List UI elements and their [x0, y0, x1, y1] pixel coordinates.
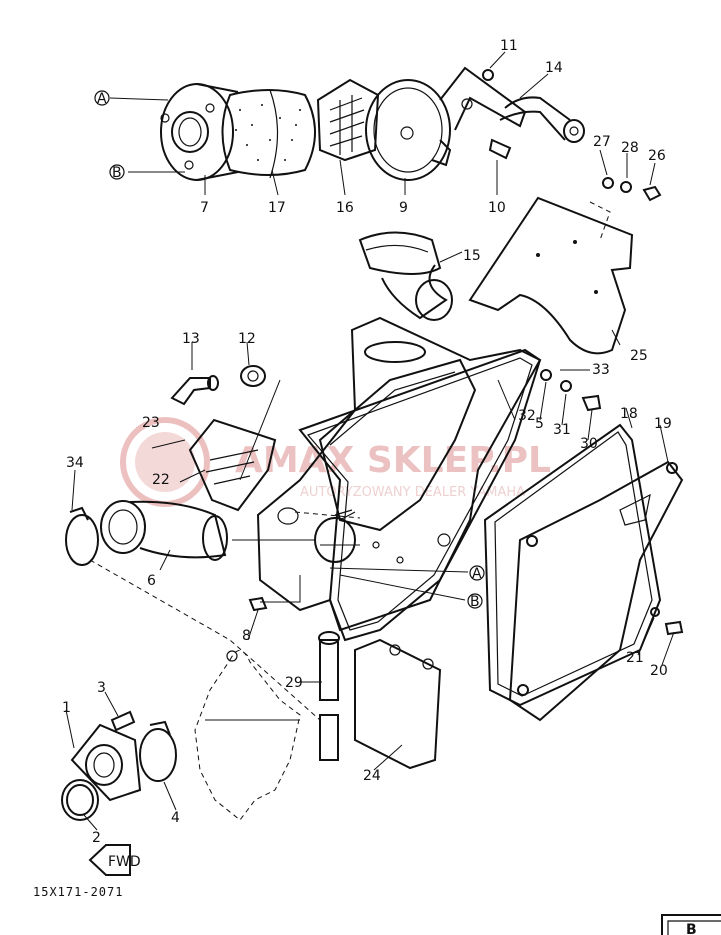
callout-17: 17 — [268, 200, 286, 216]
breather-elbow-13 — [170, 342, 219, 406]
callout-6: 6 — [147, 573, 156, 589]
corner-tab: B — [661, 914, 721, 935]
callout-8: 8 — [242, 628, 251, 644]
callout-2: 2 — [92, 830, 101, 846]
callout-3: 3 — [97, 680, 106, 696]
filter-case-cap — [160, 83, 239, 181]
callout-28: 28 — [621, 140, 639, 156]
callout-19: 19 — [654, 416, 672, 432]
diagram-code: 15X171-2071 — [33, 885, 123, 899]
callout-9: 9 — [399, 200, 408, 216]
callout-33: 33 — [592, 362, 610, 378]
callout-11: 11 — [500, 38, 518, 54]
side-cover-19 — [508, 460, 684, 722]
callout-1: 1 — [62, 700, 71, 716]
seal-gasket-5 — [298, 348, 542, 642]
callout-13: 13 — [182, 331, 200, 347]
small-fasteners-right — [540, 369, 684, 636]
dealer-watermark: AMAX SKLEP.PL AUTORYZOWANY DEALER YAMAHA — [120, 417, 551, 507]
carburetor-outline — [194, 650, 301, 821]
svg-text:B: B — [470, 594, 480, 610]
callout-18: 18 — [620, 406, 638, 422]
callout-22: 22 — [152, 472, 170, 488]
callout-25: 25 — [630, 348, 648, 364]
callout-26: 26 — [648, 148, 666, 164]
callout-7: 7 — [200, 200, 209, 216]
watermark-logo-disk — [135, 432, 195, 492]
svg-text:B: B — [686, 922, 697, 935]
breather-bracket — [439, 66, 527, 160]
callout-10: 10 — [488, 200, 506, 216]
callout-24: 24 — [363, 768, 381, 784]
ref-marker-b-body: B — [467, 593, 483, 610]
clamp-4 — [139, 720, 177, 782]
callout-32: 32 — [518, 408, 536, 424]
heat-shield-plate-25 — [468, 196, 634, 355]
fwd-arrow: FWD — [88, 844, 141, 876]
filter-guide-cage — [316, 78, 380, 162]
grommet-12 — [240, 341, 266, 387]
callout-labels: 1 2 3 4 5 6 7 8 9 10 11 12 13 14 15 16 1… — [62, 38, 672, 846]
svg-text:A: A — [472, 566, 482, 582]
callout-23: 23 — [142, 415, 160, 431]
intake-duct-15 — [358, 231, 463, 321]
drain-tube-29 — [318, 631, 340, 761]
callout-14: 14 — [545, 60, 563, 76]
ref-marker-a-body: A — [469, 565, 485, 582]
svg-text:A: A — [97, 91, 107, 107]
callout-4: 4 — [171, 810, 180, 826]
callout-29: 29 — [285, 675, 303, 691]
callout-27: 27 — [593, 134, 611, 150]
bolt-8 — [248, 596, 268, 612]
ref-marker-a-top: A — [94, 90, 110, 107]
callout-16: 16 — [336, 200, 354, 216]
breather-hose — [499, 96, 585, 143]
reference-lines — [65, 369, 675, 831]
callout-15: 15 — [463, 248, 481, 264]
callout-21: 21 — [626, 650, 644, 666]
foam-filter-element — [221, 89, 316, 179]
intake-joint-6 — [100, 500, 228, 561]
watermark-tagline: AUTORYZOWANY DEALER YAMAHA — [300, 485, 525, 500]
callout-20: 20 — [650, 663, 668, 679]
manifold-1 — [70, 723, 142, 802]
callout-5: 5 — [535, 416, 544, 432]
callout-12: 12 — [238, 331, 256, 347]
svg-text:B: B — [112, 165, 122, 181]
callout-30: 30 — [580, 436, 598, 452]
fwd-arrow-label: FWD — [108, 854, 141, 870]
watermark-name: AMAX SKLEP.PL — [235, 440, 551, 481]
clamp-34 — [65, 469, 99, 566]
plate-22 — [188, 418, 277, 512]
bolt-3 — [110, 710, 136, 732]
side-cover-18 — [483, 423, 662, 707]
watermark-logo-ring — [120, 417, 210, 507]
callout-31: 31 — [553, 422, 571, 438]
o-ring-2 — [61, 779, 99, 821]
filter-case-cover — [365, 79, 452, 181]
ref-marker-b-top: B — [109, 164, 125, 181]
plate-24 — [354, 638, 442, 770]
top-leader-lines — [109, 51, 656, 196]
air-box-case — [256, 316, 542, 632]
callout-34: 34 — [66, 455, 84, 471]
small-fasteners-top — [482, 69, 662, 202]
